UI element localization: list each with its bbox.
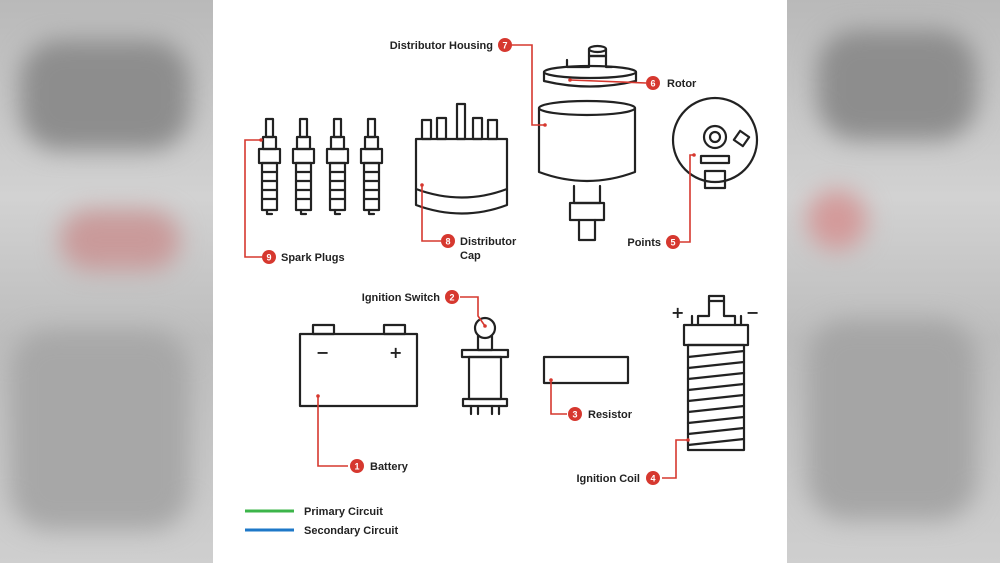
label-ignition-switch: Ignition Switch	[362, 292, 440, 304]
badge-3-number: 3	[572, 410, 577, 420]
leader-dots	[259, 78, 696, 442]
badge-7	[498, 38, 512, 52]
battery-drawing	[298, 323, 419, 408]
ignition-system-diagram: − + + − 9 8 7 6 5 2 1 3 4 Spark Plugs Di…	[244, 38, 759, 537]
badge-8-number: 8	[445, 237, 450, 247]
leader-lines	[244, 44, 694, 479]
badge-2-number: 2	[449, 293, 454, 303]
distributor-cap-drawing	[414, 102, 509, 215]
ignition-coil-drawing	[682, 294, 750, 452]
badge-9-number: 9	[266, 253, 271, 263]
battery-positive-sign: +	[389, 343, 402, 362]
ignition-switch-drawing	[460, 316, 510, 416]
battery-negative-sign: −	[316, 343, 329, 362]
spark-plug-4-drawing	[359, 117, 384, 216]
label-battery: Battery	[370, 461, 409, 473]
label-points: Points	[627, 237, 661, 249]
label-ignition-coil: Ignition Coil	[576, 473, 640, 485]
spark-plug-3-drawing	[325, 117, 350, 216]
badge-1-number: 1	[354, 462, 359, 472]
label-distributor-cap-line2: Cap	[460, 250, 481, 262]
badge-6-number: 6	[650, 79, 655, 89]
callout-badges: 9 8 7 6 5 2 1 3 4	[262, 38, 680, 485]
badge-3	[568, 407, 582, 421]
label-rotor: Rotor	[667, 78, 697, 90]
coil-positive-sign: +	[671, 303, 684, 322]
badge-6	[646, 76, 660, 90]
spark-plug-1-drawing	[257, 117, 282, 216]
label-distributor-housing: Distributor Housing	[390, 40, 493, 52]
label-spark-plugs: Spark Plugs	[281, 252, 345, 264]
ignition-diagram-panel: − + + − 9 8 7 6 5 2 1 3 4 Spark Plugs Di…	[213, 0, 787, 563]
badge-8	[441, 234, 455, 248]
legend-secondary-label: Secondary Circuit	[304, 525, 398, 537]
badge-4	[646, 471, 660, 485]
badge-7-number: 7	[502, 41, 507, 51]
label-resistor: Resistor	[588, 409, 633, 421]
badge-4-number: 4	[650, 474, 655, 484]
legend-primary-label: Primary Circuit	[304, 506, 383, 518]
badge-1	[350, 459, 364, 473]
distributor-housing-drawing	[537, 99, 637, 242]
label-distributor-cap-line1: Distributor	[460, 236, 517, 248]
rotor-drawing	[542, 44, 638, 88]
blurred-background-right	[787, 0, 1000, 563]
callout-labels: Spark Plugs Distributor Cap Distributor …	[281, 40, 697, 485]
resistor-drawing	[542, 355, 630, 385]
badge-9	[262, 250, 276, 264]
spark-plug-2-drawing	[291, 117, 316, 216]
blurred-background-left	[0, 0, 213, 563]
points-drawing	[671, 96, 759, 190]
badge-2	[445, 290, 459, 304]
badge-5	[666, 235, 680, 249]
coil-negative-sign: −	[746, 303, 759, 322]
badge-5-number: 5	[670, 238, 675, 248]
legend: Primary Circuit Secondary Circuit	[245, 506, 398, 537]
spark-plugs-drawing	[257, 117, 384, 216]
